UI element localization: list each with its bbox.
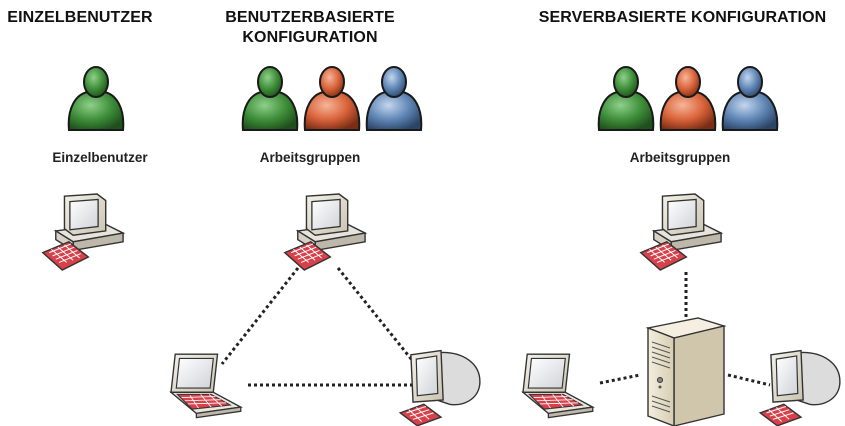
- server-connections: [599, 272, 771, 387]
- desktop-computer-icon: [284, 193, 366, 271]
- user-icon: [365, 66, 423, 131]
- peer-connections: [220, 267, 422, 387]
- server-tower-icon: [647, 317, 725, 426]
- user-icon: [241, 66, 299, 131]
- label-workgroups-server-based: Arbeitsgruppen: [629, 150, 731, 165]
- laptop-icon: [522, 353, 594, 419]
- user-icon: [659, 66, 717, 131]
- title-server-based-config: SERVERBASIERTE KONFIGURATION: [538, 9, 827, 26]
- desktop-computer-icon: [640, 193, 722, 271]
- title-user-based-config: BENUTZERBASIERTE KONFIGURATION: [220, 8, 400, 48]
- label-single-user: Einzelbenutzer: [52, 150, 148, 165]
- title-user-based-line2: KONFIGURATION: [242, 29, 378, 46]
- user-icon: [597, 66, 655, 131]
- desktop-computer-icon: [42, 193, 124, 271]
- user-icon: [67, 66, 125, 131]
- user-icon: [721, 66, 779, 131]
- label-workgroups-user-based: Arbeitsgruppen: [259, 150, 361, 165]
- user-icon: [303, 66, 361, 131]
- user-based-workgroup: [170, 66, 481, 426]
- title-single-user: EINZELBENUTZER: [7, 9, 153, 26]
- crt-monitor-icon: [759, 349, 841, 426]
- crt-monitor-icon: [399, 349, 481, 426]
- single-user-group: [42, 66, 125, 271]
- laptop-icon: [170, 353, 242, 419]
- title-user-based-line1: BENUTZERBASIERTE: [225, 9, 395, 26]
- server-based-workgroup: [522, 66, 841, 426]
